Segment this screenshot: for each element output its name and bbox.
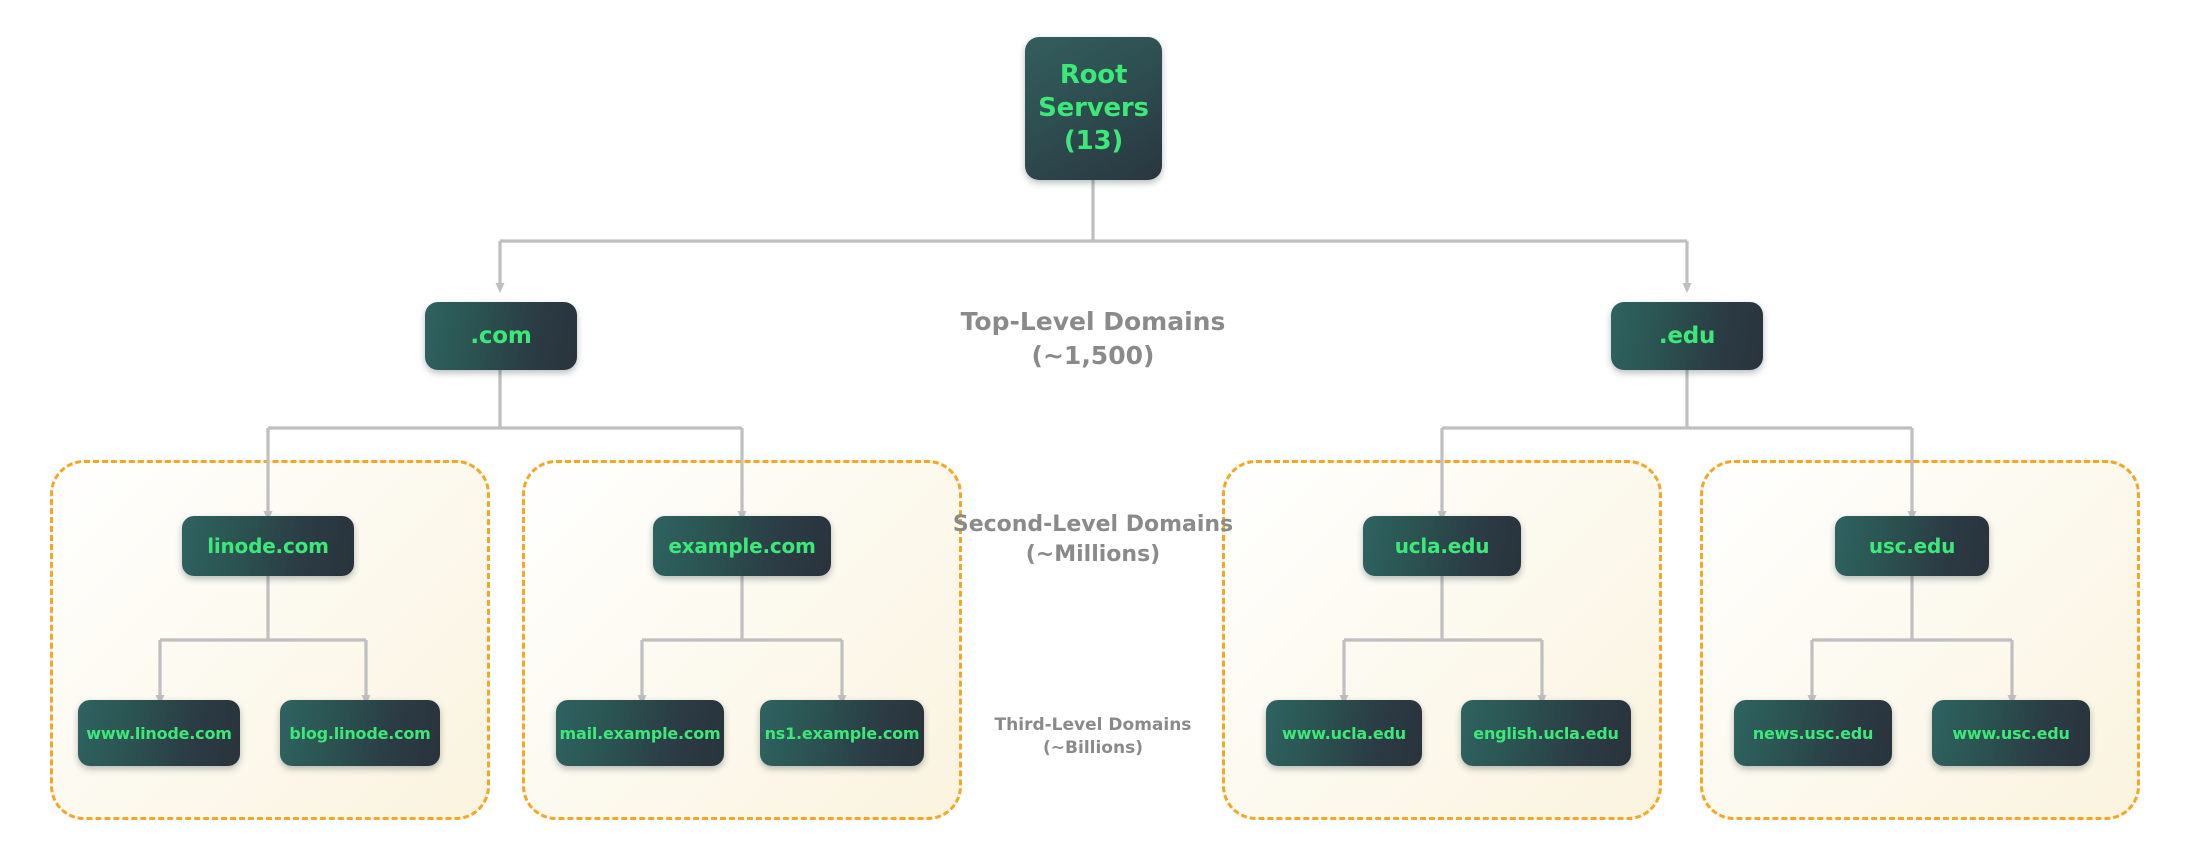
node-third-english-ucla-edu[interactable]: english.ucla.edu	[1461, 700, 1631, 766]
tier-label-third-level: Third-Level Domains (~Billions)	[994, 715, 1192, 758]
node-third-www-usc-edu[interactable]: www.usc.edu	[1932, 700, 2090, 766]
node-sld-linode-com[interactable]: linode.com	[182, 516, 354, 576]
node-tld-edu[interactable]: .edu	[1611, 302, 1763, 370]
node-third-www-ucla-edu[interactable]: www.ucla.edu	[1266, 700, 1422, 766]
tier-label-second-level: Second-Level Domains (~Millions)	[952, 512, 1234, 567]
node-third-blog-linode-com[interactable]: blog.linode.com	[280, 700, 440, 766]
node-sld-example-com[interactable]: example.com	[653, 516, 831, 576]
node-third-ns1-example-com[interactable]: ns1.example.com	[760, 700, 924, 766]
node-third-news-usc-edu[interactable]: news.usc.edu	[1734, 700, 1892, 766]
node-sld-ucla-edu[interactable]: ucla.edu	[1363, 516, 1521, 576]
node-third-mail-example-com[interactable]: mail.example.com	[556, 700, 724, 766]
node-third-www-linode-com[interactable]: www.linode.com	[78, 700, 240, 766]
tier-label-top-level: Top-Level Domains (~1,500)	[960, 307, 1226, 370]
node-root-servers[interactable]: Root Servers (13)	[1025, 37, 1162, 180]
node-sld-usc-edu[interactable]: usc.edu	[1835, 516, 1989, 576]
node-tld-com[interactable]: .com	[425, 302, 577, 370]
